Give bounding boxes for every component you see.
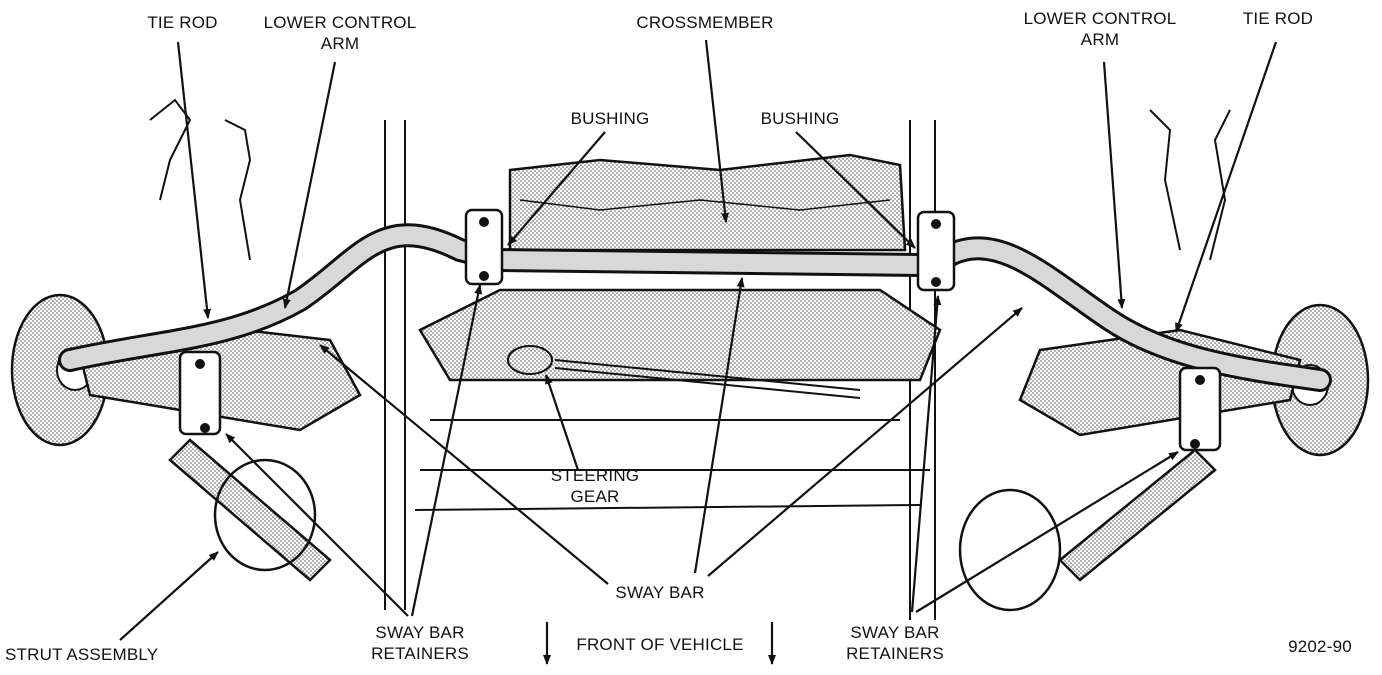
leader-bushing-right — [795, 131, 916, 249]
retainer-right-outer — [1178, 366, 1222, 452]
label-figure-number: 9202-90 — [1288, 637, 1352, 656]
retainer-left-inner — [464, 208, 504, 286]
label-front-of-vehicle: FRONT OF VEHICLE — [576, 635, 744, 654]
label-sway-bar: SWAY BAR — [615, 583, 705, 602]
retainer-right-inner — [916, 210, 956, 292]
label-sway-bar-retainers-left: SWAY BAR RETAINERS — [371, 623, 469, 663]
label-crossmember: CROSSMEMBER — [636, 13, 774, 32]
leader-crossmember — [704, 39, 729, 223]
label-steering-gear: STEERING GEAR — [550, 466, 640, 506]
strut-left — [168, 438, 332, 582]
leader-sway-bar-1 — [319, 344, 609, 585]
leader-retainer-r1 — [910, 295, 942, 613]
label-lower-control-arm-right: LOWER CONTROL ARM — [1023, 9, 1177, 49]
label-tie-rod-right: TIE ROD — [1242, 9, 1314, 28]
leader-tie-rod-right — [1174, 41, 1278, 333]
label-sway-bar-retainers-right: SWAY BAR RETAINERS — [846, 623, 944, 663]
leader-lca-left — [282, 61, 337, 309]
leader-sway-bar-2 — [693, 277, 745, 574]
leader-retainer-r2 — [915, 451, 1179, 613]
chassis-outline — [149, 98, 1231, 620]
label-bushing-left: BUSHING — [570, 109, 650, 128]
label-tie-rod-left: TIE ROD — [147, 13, 218, 32]
label-strut-assembly: STRUT ASSEMBLY — [5, 645, 159, 664]
leader-steering-gear — [544, 374, 580, 471]
leader-lca-right — [1102, 61, 1126, 309]
retainer-left-outer — [178, 350, 222, 436]
steering-gear-shape — [507, 345, 861, 399]
strut-right — [958, 448, 1217, 612]
leader-tie-rod-left — [176, 41, 212, 319]
leader-sway-bar-3 — [707, 307, 1023, 577]
label-bushing-right: BUSHING — [760, 109, 840, 128]
label-lower-control-arm-left: LOWER CONTROL ARM — [263, 13, 417, 53]
leader-retainer-l1 — [225, 433, 409, 617]
leader-lines — [119, 39, 1278, 665]
leader-strut — [119, 551, 219, 641]
leader-bushing-left — [507, 131, 606, 246]
leader-retainer-l2 — [410, 284, 483, 617]
